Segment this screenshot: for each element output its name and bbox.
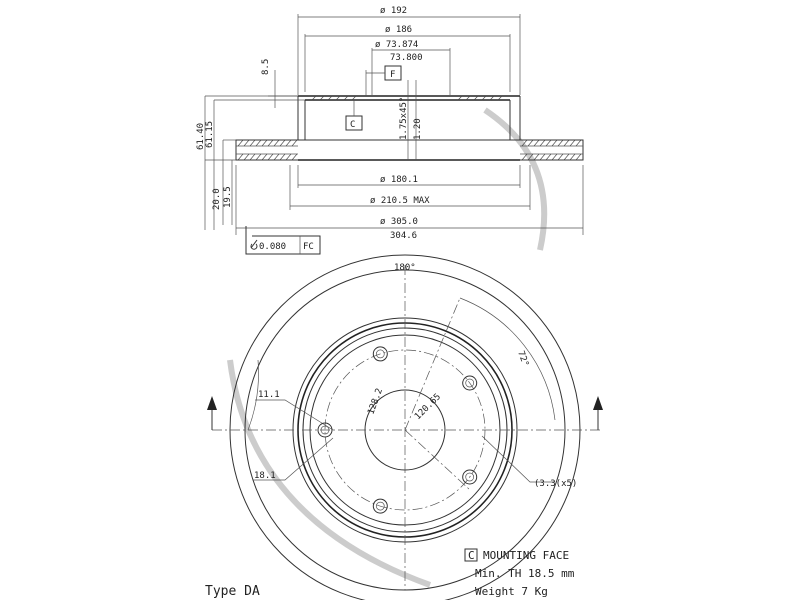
angle-180: 180° [394, 263, 416, 273]
dim-h195: 19.5 [223, 186, 233, 208]
bolt-hole-inner [465, 378, 475, 388]
plan-view [207, 254, 603, 600]
min-thickness-label: Min. TH 18.5 mm [475, 567, 575, 580]
section-view [204, 14, 584, 255]
plan-labels: 180° 72° 120.65 128.2 11.1 18.1 (3.3(x5) [254, 263, 577, 489]
dim-d73800: 73.800 [390, 53, 423, 63]
runout-icon [250, 239, 258, 250]
dim-d186: ø 186 [385, 25, 412, 35]
notes: C MOUNTING FACE Min. TH 18.5 mm Weight 7… [205, 549, 575, 599]
dim-d3050: ø 305.0 [380, 217, 418, 227]
bolt-holes [317, 346, 478, 514]
pcd-label: 120.65 [413, 392, 443, 422]
bolt-hole [462, 469, 478, 485]
section-labels: ø 192 ø 186 ø 73.874 73.800 8.5 61.40 61… [196, 6, 430, 252]
bolt-hole-inner [465, 472, 475, 482]
bolt-hole [462, 375, 478, 391]
angle-72: 72° [515, 350, 530, 369]
dim-d73874: ø 73.874 [375, 40, 418, 50]
bolt-hole [372, 346, 388, 362]
pcd2-label: 128.2 [366, 387, 385, 416]
dim-h6115: 61.15 [205, 121, 215, 148]
datum-c-section: C [350, 120, 355, 130]
weight-label: Weight 7 Kg [475, 585, 548, 598]
datum-c-note: C [468, 549, 475, 562]
dim-d181: 18.1 [254, 471, 276, 481]
holes-label: (3.3(x5) [534, 479, 577, 489]
dim-h120: 1.20 [413, 118, 423, 140]
dim-d2105max: ø 210.5 MAX [370, 196, 430, 206]
bolt-hole [372, 498, 388, 514]
bolt-hole [317, 422, 333, 438]
runout-value: 0.080 [259, 242, 286, 252]
type-label: Type DA [205, 584, 260, 599]
dim-h200: 20.0 [212, 188, 222, 210]
runout-ref: FC [303, 242, 314, 252]
watermark [227, 107, 548, 588]
mounting-face-label: MOUNTING FACE [483, 549, 569, 562]
dim-h6140: 61.40 [196, 123, 206, 150]
datum-f: F [390, 70, 395, 80]
bolt-hole-inner [375, 349, 385, 359]
dim-d1801: ø 180.1 [380, 175, 418, 185]
dim-d192: ø 192 [380, 6, 407, 16]
dim-d3046: 304.6 [390, 231, 417, 241]
dim-d111: 11.1 [258, 390, 280, 400]
dim-chamfer: 1.75x45° [399, 97, 409, 140]
bolt-hole-inner [375, 501, 385, 511]
bolt-hole-inner [320, 425, 330, 435]
dim-h85: 8.5 [261, 59, 271, 75]
